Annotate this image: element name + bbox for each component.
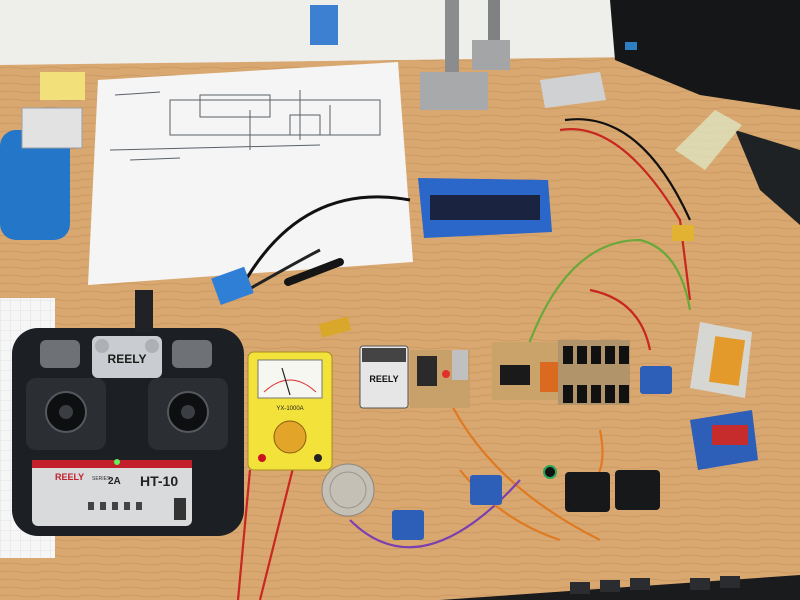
servo-black-2 [615,470,660,510]
plastic-case [21,107,83,149]
schematic-paper [88,62,413,285]
tx-power-led [114,459,120,465]
power-distribution-box [418,178,552,238]
blue-connector [211,266,254,305]
keyboard [440,575,800,600]
glass-cube [675,110,742,170]
tx-channel-text: 2A [108,476,121,487]
tx-series-text: SERIES [92,476,111,482]
scope-probe [284,258,344,286]
metal-stands [310,0,606,110]
rc-transmitter: REELY REELY SERIES 2A HT-10 [12,290,244,536]
servo-large-blue [690,410,758,470]
tx-panel-brand: REELY [55,472,84,482]
tx-top-badge [92,336,162,378]
servo-black-1 [565,472,610,512]
receiver-brand-label: REELY [369,374,398,384]
lipo-battery [690,322,752,398]
servo-horn [543,465,557,479]
computer-monitor [610,0,800,225]
controller-board [492,342,565,400]
servo-header-strips [558,340,630,405]
tx-top-brand: REELY [108,352,147,366]
servo-small-blue-right [640,366,672,394]
servo-small-blue-mid [470,475,502,505]
analog-multimeter: YX-1000A [247,351,333,471]
sticky-notes [40,72,85,100]
rc-receiver: REELY [359,345,409,409]
xt60-connector [672,225,694,241]
tx-model-name: HT-10 [140,473,178,489]
tx-front-panel [32,460,192,526]
blue-cloth [0,130,70,240]
multimeter-dial [273,420,307,454]
multimeter-model-label: YX-1000A [276,406,303,412]
yellow-connector [318,316,352,338]
regulator-board [410,350,470,408]
servo-small-blue-bottom [392,510,424,540]
piezo-buzzer [321,463,375,517]
tx-trim-switches [88,502,142,510]
